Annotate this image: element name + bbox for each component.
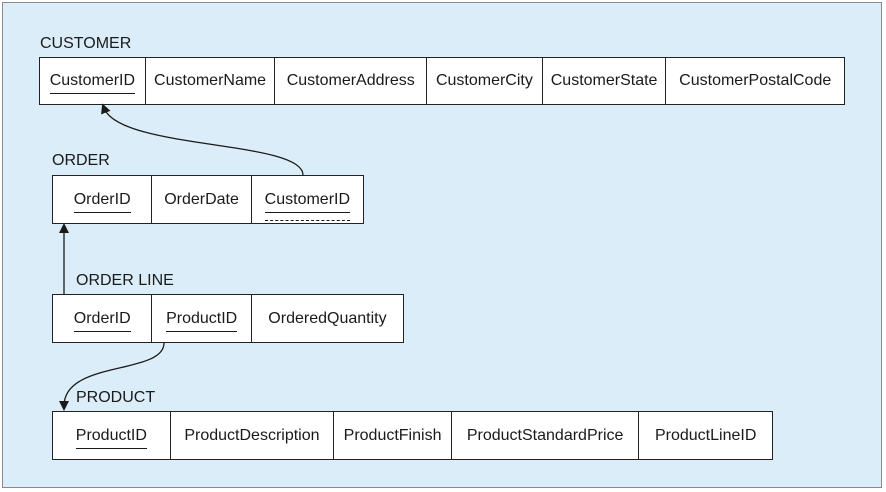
order-line-attr-product-id: ProductID xyxy=(152,295,252,342)
product-attr-product-finish: ProductFinish xyxy=(334,412,452,459)
customer-attr-customer-postal-code: CustomerPostalCode xyxy=(679,72,832,89)
order-title: ORDER xyxy=(52,152,110,169)
customer-attr-customer-state: CustomerState xyxy=(543,58,667,104)
order-customer-fk-arrow xyxy=(101,103,304,176)
order-attr-order-id: OrderID xyxy=(53,176,153,223)
order-line-product-fk-arrow xyxy=(59,342,165,411)
order-line-attr-order-id: OrderID xyxy=(53,295,153,342)
product-attr-product-description: ProductDescription xyxy=(171,412,335,459)
product-attr-product-line-id: ProductLineID xyxy=(654,426,757,444)
order-line-title: ORDER LINE xyxy=(76,272,174,289)
customer-table: CustomerID CustomerName CustomerAddress … xyxy=(39,57,845,105)
order-attr-customer-id: CustomerID xyxy=(264,190,351,221)
product-title: PRODUCT xyxy=(76,389,156,406)
customer-attr-customer-id: CustomerID xyxy=(40,58,146,104)
order-attr-order-date: OrderDate xyxy=(152,176,252,223)
order-line-attr-ordered-quantity: OrderedQuantity xyxy=(268,309,387,327)
customer-title: CUSTOMER xyxy=(40,35,132,52)
product-table: ProductID ProductDescription ProductFini… xyxy=(52,411,773,460)
product-attr-product-id: ProductID xyxy=(53,412,171,459)
product-attr-product-standard-price: ProductStandardPrice xyxy=(452,412,640,459)
order-table: OrderID OrderDate CustomerID xyxy=(52,175,364,224)
customer-attr-customer-address: CustomerAddress xyxy=(275,58,428,104)
order-line-table: OrderID ProductID OrderedQuantity xyxy=(52,294,404,343)
customer-attr-customer-city: CustomerCity xyxy=(427,58,543,104)
customer-attr-customer-name: CustomerName xyxy=(146,58,276,104)
